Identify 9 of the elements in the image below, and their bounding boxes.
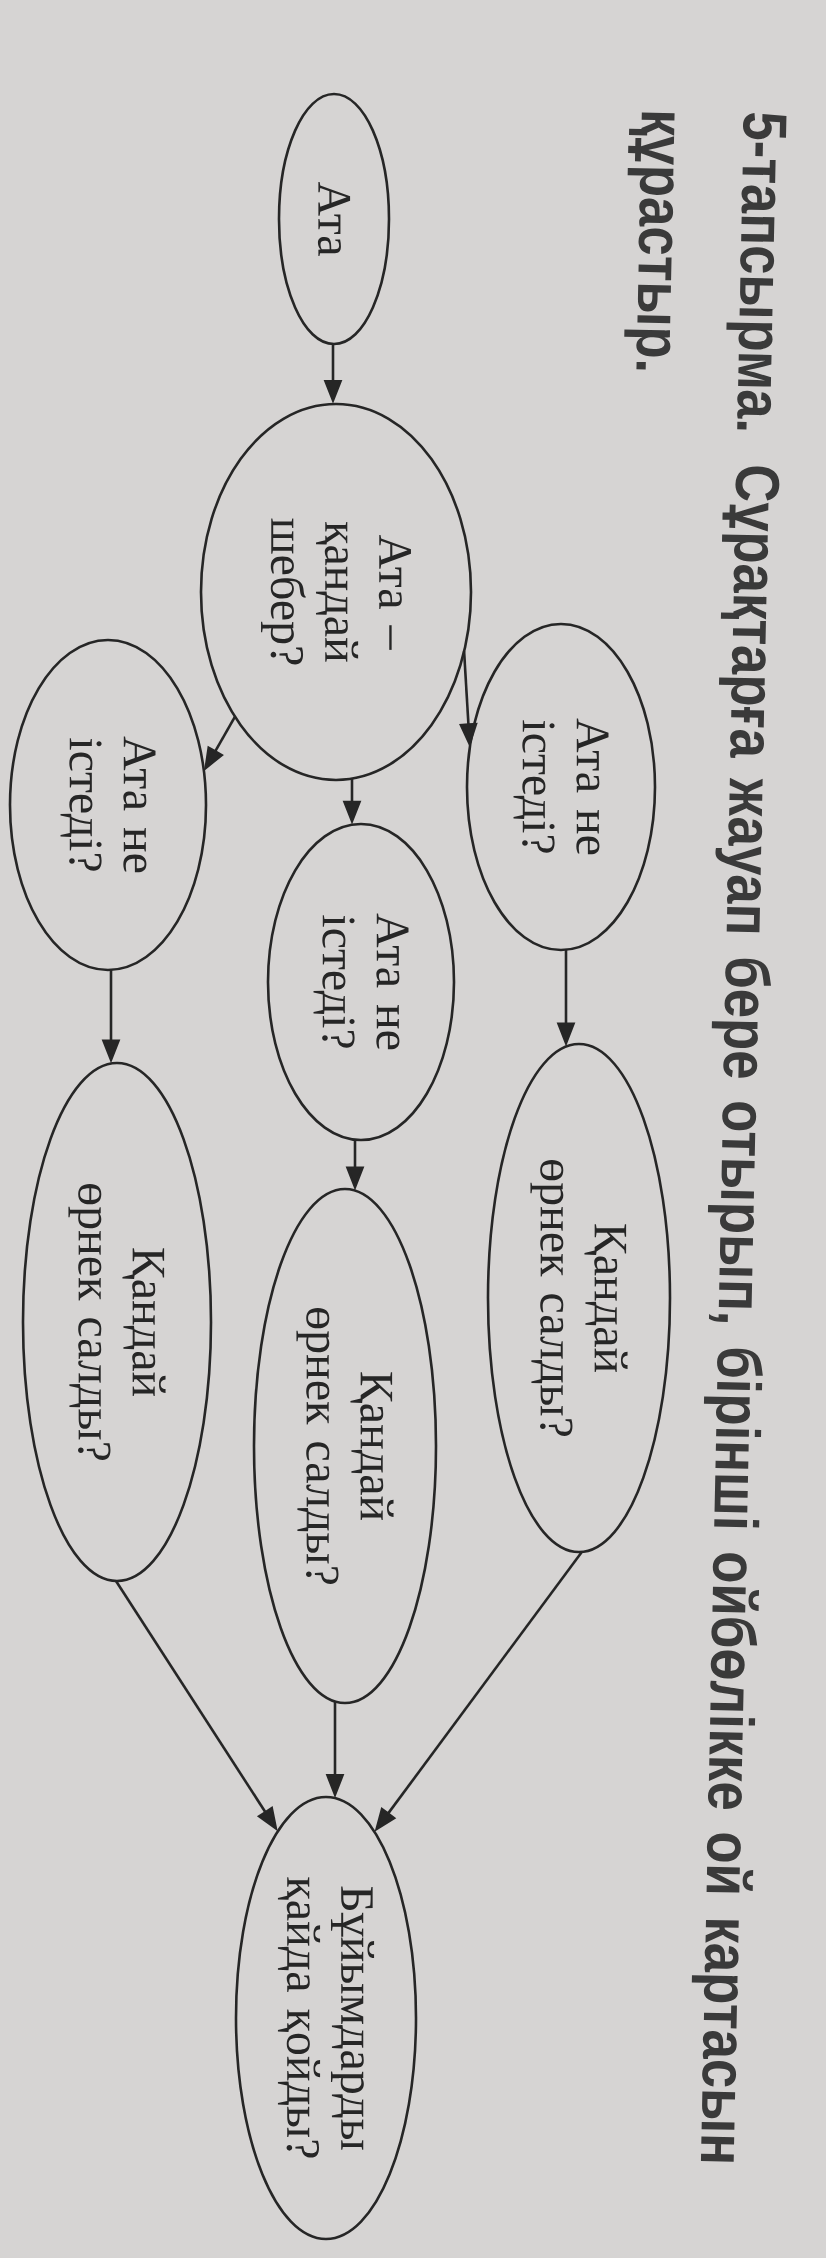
ellipse-node: Ата не істеді? (8, 638, 208, 972)
ellipse-node: Ата – қандай шебер? (199, 402, 473, 782)
ellipse-node: Қандай өрнек салды? (21, 1061, 213, 1583)
ellipse-node: Ата не істеді? (465, 622, 657, 952)
ellipse-node: Бұйымдарды қайда қойды? (234, 1795, 418, 2241)
ellipse-node: Қандай өрнек салды? (486, 1042, 672, 1554)
ellipse-node: Ата (277, 92, 391, 346)
ellipse-node: Қандай өрнек салды? (252, 1187, 438, 1705)
ellipse-node: Ата не істеді? (266, 822, 456, 1142)
